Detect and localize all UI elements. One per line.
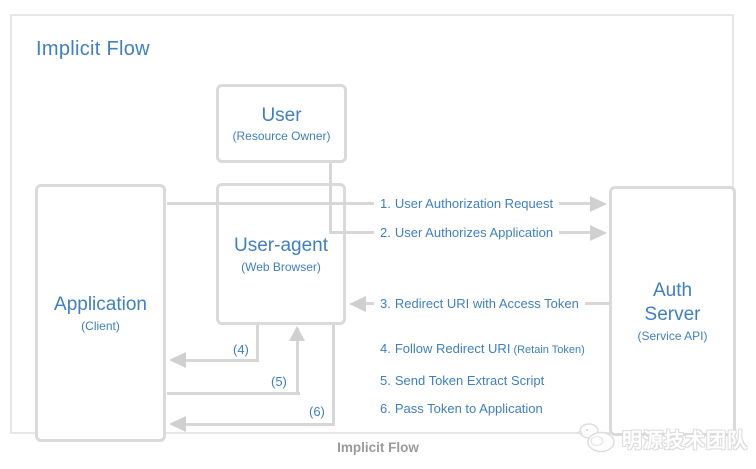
flow-line-6	[183, 423, 335, 426]
step-2-number: 2.	[380, 225, 391, 240]
step-5-number: 5.	[380, 373, 391, 388]
step-1-number: 1.	[380, 196, 391, 211]
step-2-text: User Authorizes Application	[394, 225, 554, 240]
arrowhead-left-6-icon	[169, 416, 186, 432]
watermark-text: 明源技术团队	[622, 429, 748, 452]
arrowhead-up-5-icon	[289, 326, 305, 341]
step-3-text: Redirect URI with Access Token	[394, 296, 579, 311]
diagram-caption: Implicit Flow	[337, 440, 419, 455]
user-agent-box-sublabel: (Web Browser)	[241, 259, 321, 274]
connector-label-4: (4)	[233, 342, 249, 357]
flow-line-5-vertical	[296, 328, 299, 395]
watermark: 明源技术团队	[577, 422, 748, 454]
step-label-4: 4.Follow Redirect URI(Retain Token)	[380, 341, 585, 358]
arrowhead-right-1-icon	[590, 196, 607, 212]
flow-line-2-vertical	[329, 163, 332, 234]
step-label-3: 3.Redirect URI with Access Token	[374, 296, 585, 312]
diagram-title: Implicit Flow	[36, 38, 150, 60]
step-label-1: 1.User Authorization Request	[374, 196, 560, 212]
auth-server-box: Auth Server (Service API)	[609, 186, 736, 436]
user-agent-box-label: User-agent	[234, 235, 328, 257]
application-box-label: Application	[54, 294, 147, 316]
flow-line-4	[183, 359, 259, 362]
arrowhead-right-2-icon	[590, 225, 607, 241]
connector-label-5: (5)	[271, 374, 287, 389]
user-box-sublabel: (Resource Owner)	[232, 129, 331, 144]
step-label-6: 6.Pass Token to Application	[380, 401, 543, 417]
application-box: Application (Client)	[35, 184, 166, 442]
user-box-label: User	[261, 104, 302, 126]
flow-line-4-vertical	[256, 325, 259, 361]
connector-label-6: (6)	[309, 404, 325, 419]
step-4-number: 4.	[380, 341, 391, 356]
step-5-text: Send Token Extract Script	[394, 373, 545, 388]
step-4-text: Follow Redirect URI	[394, 341, 511, 356]
step-6-text: Pass Token to Application	[394, 401, 543, 416]
user-box: User (Resource Owner)	[216, 84, 347, 163]
flow-line-5	[167, 392, 300, 395]
arrowhead-left-3-icon	[349, 296, 366, 312]
step-label-5: 5.Send Token Extract Script	[380, 373, 544, 389]
diagram-frame: Implicit Flow User (Resource Owner) User…	[10, 14, 736, 442]
auth-server-box-sublabel: (Service API)	[637, 328, 708, 343]
step-3-number: 3.	[380, 296, 391, 311]
step-4-suffix: (Retain Token)	[513, 344, 585, 356]
penguin-logo-icon	[577, 423, 615, 453]
arrowhead-left-4-icon	[169, 352, 186, 368]
step-1-text: User Authorization Request	[394, 196, 554, 211]
application-box-sublabel: (Client)	[81, 318, 120, 333]
step-label-2: 2.User Authorizes Application	[374, 225, 560, 241]
step-6-number: 6.	[380, 401, 391, 416]
user-agent-box: User-agent (Web Browser)	[216, 183, 346, 325]
auth-server-box-label: Auth Server	[644, 280, 701, 325]
flow-line-6-vertical	[332, 325, 335, 426]
